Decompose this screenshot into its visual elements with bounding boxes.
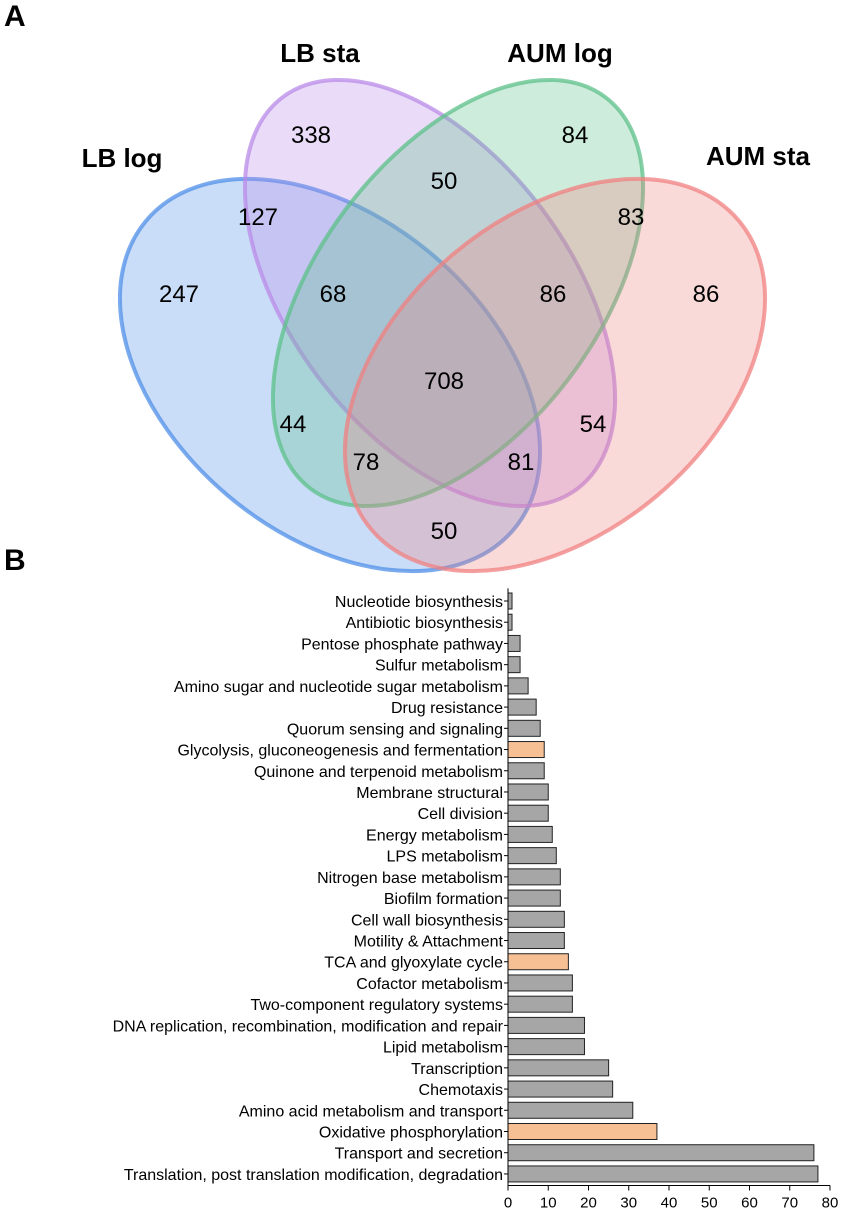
bar-tca-and-glyoxylate-cycle: [507, 953, 569, 971]
venn-count-lb-log-lb-sta-aum-log: 68: [320, 281, 347, 308]
bar-amino-acid-metabolism-and-transport: [507, 1101, 634, 1119]
venn-count-lb-log-aum-sta: 50: [431, 518, 458, 545]
category-label-nitrogen-base-metabolism: Nitrogen base metabolism: [317, 870, 503, 887]
bar-lipid-metabolism: [507, 1038, 585, 1056]
category-label-tca-and-glyoxylate-cycle: TCA and glyoxylate cycle: [324, 955, 503, 972]
panel-b-label: B: [4, 544, 26, 577]
category-label-cofactor-metabolism: Cofactor metabolism: [356, 976, 503, 993]
category-label-oxidative-phosphorylation: Oxidative phosphorylation: [319, 1125, 503, 1142]
x-tick-label-20: 20: [580, 1195, 597, 1212]
bar-cell-wall-biosynthesis: [507, 910, 565, 928]
venn-set-aum-sta: [342, 176, 768, 574]
category-label-lps-metabolism: LPS metabolism: [387, 849, 504, 866]
venn-count-lb-sta-aum-log-aum-sta: 86: [540, 281, 567, 308]
x-tick-label-30: 30: [620, 1195, 637, 1212]
panel-a-label: A: [4, 0, 26, 33]
category-label-motility-attachment: Motility & Attachment: [354, 934, 504, 951]
bar-cofactor-metabolism: [507, 974, 573, 992]
venn-count-lb-sta: 338: [291, 122, 331, 149]
category-label-cell-division: Cell division: [418, 806, 503, 823]
category-label-dna-replication-recombination-modification-and-repair: DNA replication, recombination, modifica…: [113, 1018, 504, 1035]
category-label-pentose-phosphate-pathway: Pentose phosphate pathway: [301, 636, 503, 653]
venn-count-aum-sta: 86: [693, 281, 720, 308]
category-label-sulfur-metabolism: Sulfur metabolism: [375, 658, 503, 675]
bar-drug-resistance: [507, 698, 537, 716]
bar-quinone-and-terpenoid-metabolism: [507, 762, 545, 780]
category-label-nucleotide-biosynthesis: Nucleotide biosynthesis: [335, 594, 503, 611]
bar-chemotaxis: [507, 1080, 614, 1098]
x-tick-label-0: 0: [504, 1195, 512, 1212]
venn-set-lb-log: [117, 176, 543, 574]
venn-set-label-aum-sta: AUM sta: [706, 141, 811, 171]
x-tick-label-40: 40: [661, 1195, 678, 1212]
bar-membrane-structural: [507, 783, 549, 801]
bar-lps-metabolism: [507, 847, 557, 865]
venn-count-lb-log-lb-sta: 127: [238, 204, 278, 231]
bar-transport-and-secretion: [507, 1144, 815, 1162]
bar-sulfur-metabolism: [507, 656, 521, 674]
category-label-antibiotic-biosynthesis: Antibiotic biosynthesis: [346, 615, 503, 632]
bar-amino-sugar-and-nucleotide-sugar-metabolism: [507, 677, 529, 695]
bar-biofilm-formation: [507, 889, 561, 907]
venn-set-aum-log: [270, 77, 646, 509]
venn-count-lb-log-aum-log-aum-sta: 78: [353, 449, 380, 476]
x-tick-label-10: 10: [540, 1195, 557, 1212]
category-label-amino-acid-metabolism-and-transport: Amino acid metabolism and transport: [239, 1103, 504, 1120]
bar-cell-division: [507, 804, 549, 822]
category-label-transport-and-secretion: Transport and secretion: [335, 1146, 503, 1163]
bar-energy-metabolism: [507, 825, 553, 843]
bar-transcription: [507, 1059, 610, 1077]
bar-glycolysis-gluconeogenesis-and-fermentation: [507, 741, 545, 759]
bar-quorum-sensing-and-signaling: [507, 719, 541, 737]
venn-count-aum-log: 84: [562, 122, 589, 149]
category-label-glycolysis-gluconeogenesis-and-fermentation: Glycolysis, gluconeogenesis and fermenta…: [177, 743, 503, 760]
bar-translation-post-translation-modification-degradation: [507, 1165, 819, 1183]
venn-count-lb-log-lb-sta-aum-sta: 81: [508, 449, 535, 476]
venn-set-label-lb-sta: LB sta: [280, 38, 360, 68]
bar-motility-attachment: [507, 932, 565, 950]
venn-set-lb-sta: [242, 77, 618, 509]
venn-count-lb-log-lb-sta-aum-log-aum-sta: 708: [424, 368, 464, 395]
bar-nucleotide-biosynthesis: [507, 592, 513, 610]
venn-set-label-aum-log: AUM log: [507, 38, 612, 68]
category-label-transcription: Transcription: [411, 1061, 503, 1078]
category-label-quinone-and-terpenoid-metabolism: Quinone and terpenoid metabolism: [254, 764, 503, 781]
category-label-amino-sugar-and-nucleotide-sugar-metabolism: Amino sugar and nucleotide sugar metabol…: [174, 679, 503, 696]
venn-count-lb-sta-aum-log: 50: [431, 168, 458, 195]
bar-nitrogen-base-metabolism: [507, 868, 561, 886]
category-label-biofilm-formation: Biofilm formation: [384, 891, 503, 908]
category-label-translation-post-translation-modification-degradation: Translation, post translation modificati…: [124, 1167, 503, 1184]
category-label-energy-metabolism: Energy metabolism: [366, 827, 503, 844]
x-tick-label-80: 80: [822, 1195, 839, 1212]
category-label-cell-wall-biosynthesis: Cell wall biosynthesis: [351, 912, 503, 929]
venn-count-aum-log-aum-sta: 83: [618, 204, 645, 231]
x-tick-label-60: 60: [741, 1195, 758, 1212]
bar-oxidative-phosphorylation: [507, 1123, 658, 1140]
venn-count-lb-log-aum-log: 44: [280, 411, 307, 438]
category-label-chemotaxis: Chemotaxis: [419, 1082, 503, 1099]
bar-dna-replication-recombination-modification-and-repair: [507, 1016, 585, 1034]
bar-pentose-phosphate-pathway: [507, 634, 521, 652]
bar-antibiotic-biosynthesis: [507, 613, 513, 631]
category-label-quorum-sensing-and-signaling: Quorum sensing and signaling: [287, 721, 503, 738]
x-tick-label-50: 50: [701, 1195, 718, 1212]
venn-count-lb-sta-aum-sta: 54: [580, 411, 607, 438]
category-label-drug-resistance: Drug resistance: [391, 700, 503, 717]
venn-set-label-lb-log: LB log: [82, 143, 163, 173]
category-label-two-component-regulatory-systems: Two-component regulatory systems: [250, 997, 503, 1014]
category-label-lipid-metabolism: Lipid metabolism: [383, 1040, 503, 1057]
x-tick-label-70: 70: [781, 1195, 798, 1212]
bar-two-component-regulatory-systems: [507, 995, 573, 1013]
category-label-membrane-structural: Membrane structural: [356, 785, 503, 802]
venn-count-lb-log: 247: [159, 281, 199, 308]
